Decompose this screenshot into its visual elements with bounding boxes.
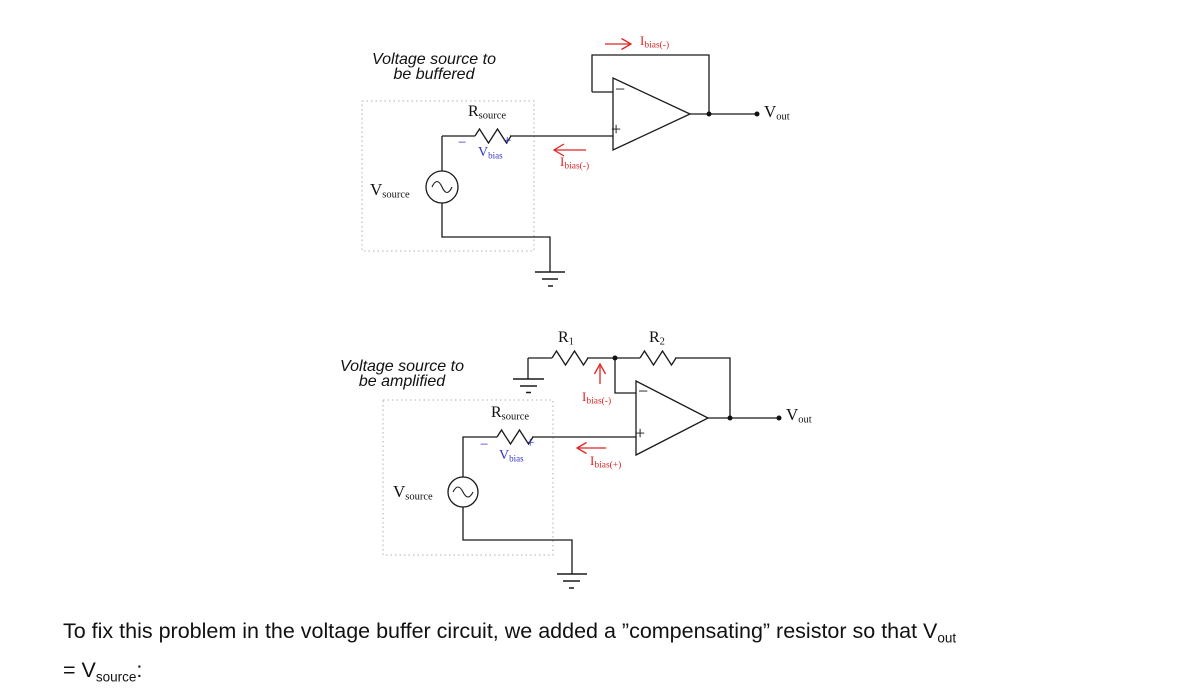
buffer-title: Voltage source to be buffered [353, 51, 515, 83]
amplifier-r1-resistor [551, 349, 589, 367]
buffer-feedback-node-dot [706, 111, 712, 117]
buffer-vbias-label: Vbias [478, 145, 503, 161]
amplifier-title-line2: be amplified [358, 372, 446, 390]
buffer-r-source-label: Rsource [468, 103, 507, 122]
amplifier-r1-label: R1 [558, 329, 574, 348]
amplifier-v-source-label: Vsource [393, 482, 433, 503]
amplifier-source-dashed-box [382, 399, 554, 556]
amplifier-r1-r2-node-dot [612, 355, 618, 361]
amplifier-r2-resistor [639, 349, 677, 367]
buffer-circuit-graphics [361, 37, 760, 287]
buffer-ibias-feedback-arrow-icon [605, 37, 633, 51]
amplifier-ibias-noninverting-label: Ibias(+) [590, 453, 622, 471]
amplifier-feedback-node-dot [727, 415, 733, 421]
buffer-source-sine-icon [431, 180, 453, 194]
amplifier-vbias-label: Vbias [499, 448, 524, 464]
buffer-title-line1: Voltage source to [372, 51, 496, 68]
caption-line1: To fix this problem in the voltage buffe… [63, 619, 957, 646]
amplifier-opamp-inverting-sign: − [638, 381, 649, 401]
amplifier-opamp-noninverting-sign: + [635, 423, 646, 443]
amplifier-ibias-inverting-arrow-icon [593, 362, 607, 384]
amplifier-vout-terminal-dot [776, 415, 782, 421]
amplifier-opamp-triangle [635, 379, 710, 457]
buffer-ground-icon [535, 271, 565, 287]
buffer-opamp-inverting-sign: − [615, 79, 626, 99]
amplifier-r-source-label: Rsource [491, 404, 530, 423]
buffer-ibias-input-arrow-icon [552, 143, 586, 157]
amplifier-ibias-inverting-label: Ibias(-) [582, 389, 612, 407]
amplifier-r2-label: R2 [649, 329, 665, 348]
amplifier-vbias-minus-sign: − [480, 437, 489, 453]
buffer-v-source-label: Vsource [370, 180, 410, 201]
amplifier-title-line1: Voltage source to [340, 358, 464, 375]
amplifier-ground-bottom-icon [557, 573, 587, 589]
buffer-wires [441, 54, 757, 272]
buffer-vbias-plus-sign: + [503, 133, 512, 149]
amplifier-circuit-graphics [382, 349, 782, 589]
amplifier-vbias-plus-sign: + [526, 435, 535, 451]
caption-line2: = Vsource: [63, 658, 143, 685]
buffer-ibias-feedback-label: Ibias(-) [640, 33, 670, 51]
buffer-source-circle [425, 170, 459, 204]
amplifier-r-source-resistor [496, 428, 534, 446]
buffer-v-out-label: Vout [764, 102, 790, 123]
buffer-source-dashed-box [361, 100, 535, 252]
buffer-vbias-minus-sign: − [458, 135, 467, 151]
amplifier-wires [462, 357, 779, 574]
amplifier-v-out-label: Vout [786, 405, 812, 426]
amplifier-ground-r1-icon [513, 378, 544, 394]
amplifier-source-sine-icon [452, 486, 474, 498]
buffer-ibias-input-label: Ibias(-) [560, 154, 590, 172]
caption-paragraph: To fix this problem in the voltage buffe… [63, 612, 956, 690]
amplifier-ibias-noninverting-arrow-icon [575, 441, 606, 455]
amplifier-title: Voltage source to be amplified [322, 358, 482, 390]
buffer-vout-terminal-dot [754, 111, 760, 117]
buffer-opamp-triangle [612, 76, 692, 152]
buffer-r-source-resistor [474, 127, 512, 145]
buffer-title-line2: be buffered [393, 65, 475, 83]
buffer-opamp-noninverting-sign: + [611, 119, 622, 139]
amplifier-source-circle [447, 476, 479, 508]
